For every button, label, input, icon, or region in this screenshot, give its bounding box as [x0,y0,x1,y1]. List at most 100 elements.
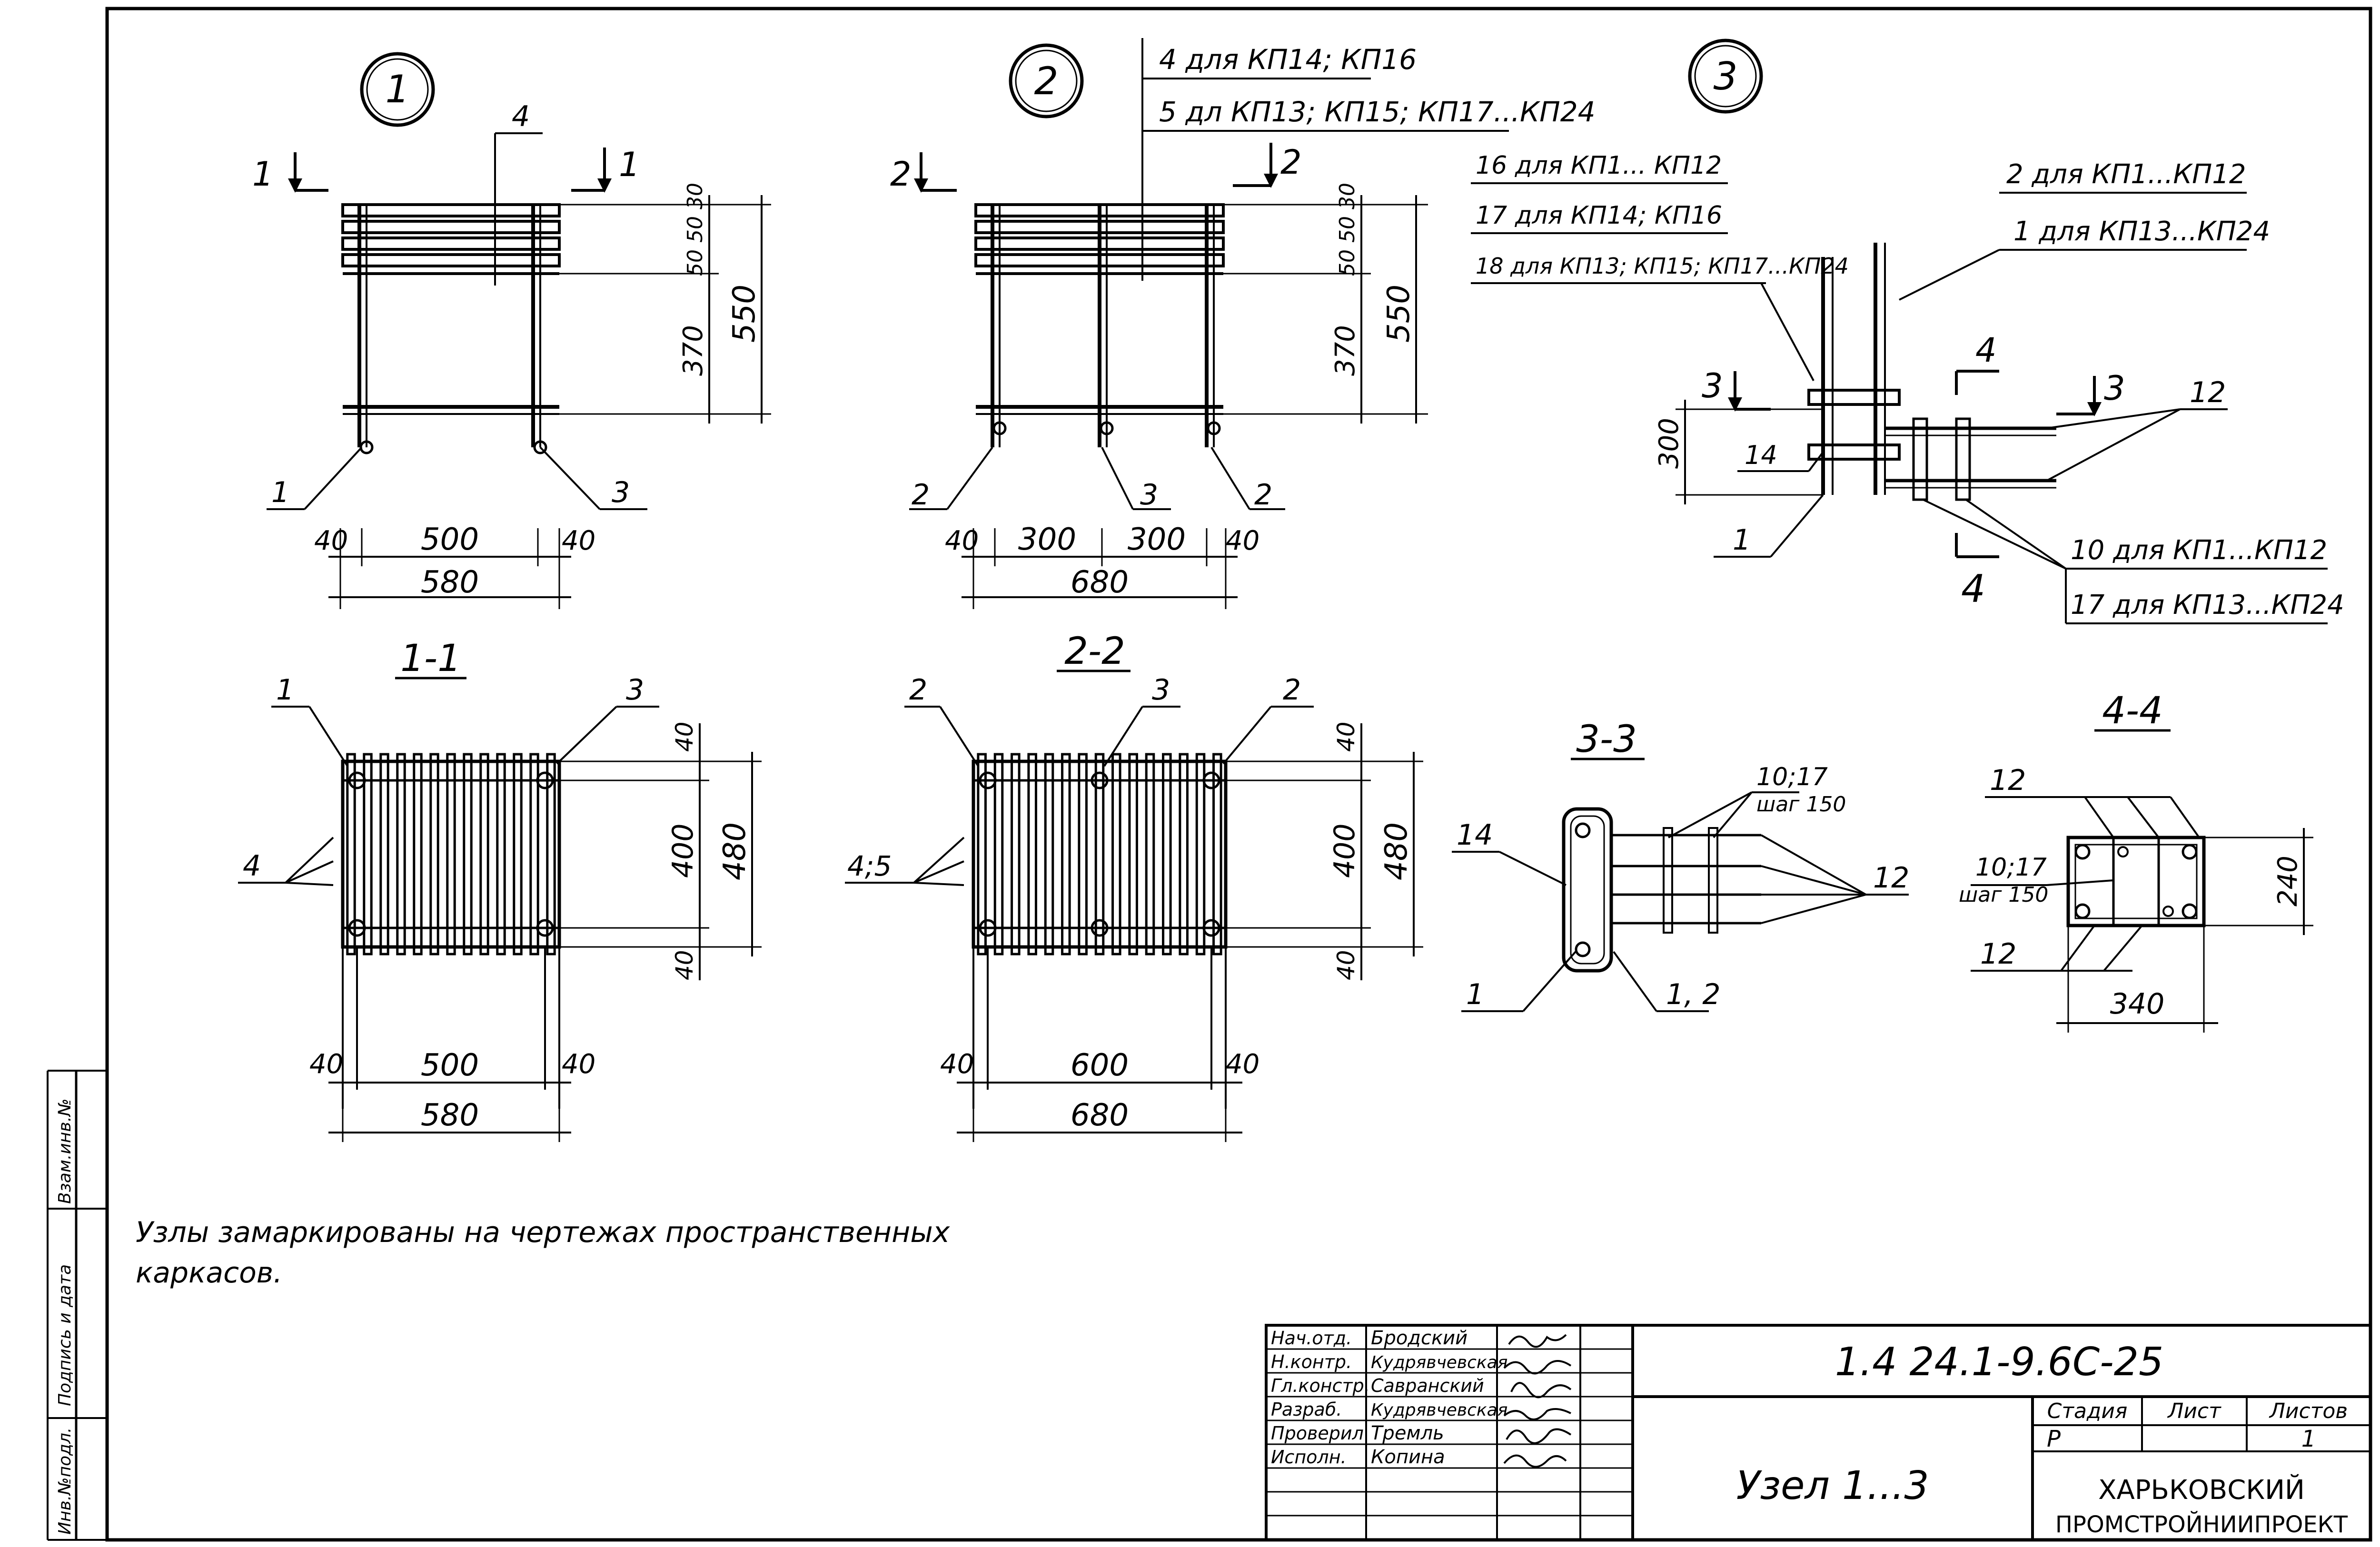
section-4-4-dim-240: 240 [2272,856,2303,907]
mesh-bar [479,753,489,956]
section-1-1-dim-40l: 40 [309,1049,343,1080]
node-2-pos-2-left: 2 [912,478,930,512]
node-3-pos-12: 12 [2190,376,2226,409]
node-2-note-2: 5 дл КП13; КП15; КП17...КП24 [1159,96,1596,128]
node-1-pos-1: 1 [271,476,289,509]
mesh-bar [463,753,473,956]
section-4-4-pos-12-top: 12 [1990,764,2026,797]
section-2-2: 2-2 2 3 2 4;5 40 400 [845,630,1423,1142]
node-3-left-note-3: 18 для КП13; КП15; КП17...КП24 [1476,253,1849,279]
node-3-right-note-1: 2 для КП1...КП12 [2006,159,2246,190]
mesh-bar [1111,753,1121,956]
node-2-dim-50a: 50 [1335,216,1359,243]
section-2-2-dim-400: 400 [1328,823,1361,878]
general-note: Узлы замаркированы на чертежах пространс… [136,1216,950,1290]
node-3-elevation: 3 16 для КП1... КП12 17 для КП14; КП16 1… [1471,39,2344,624]
node-2-dim-300a: 300 [1018,522,1076,557]
node-3-pos-1: 1 [1733,523,1751,557]
mesh-bar [1078,753,1088,956]
section-2-2-dim-600: 600 [1071,1048,1129,1083]
cut-2-left: 2 [890,155,912,194]
node-1-dim-370: 370 [678,325,709,376]
signature-rows: Нач.отд. Бродский Н.контр. Кудрявчевская… [1271,1327,1507,1468]
row-0-role: Нач.отд. [1271,1328,1352,1349]
cut-3-right: 3 [2104,369,2125,408]
side-stamp-inv: Инв.№подл. [55,1428,75,1535]
node-1-dim-580: 580 [421,565,479,600]
node-3-left-note-2: 17 для КП14; КП16 [1476,201,1722,230]
row-5-role: Исполн. [1271,1447,1347,1468]
document-code: 1.4 24.1-9.6С-25 [1835,1340,2163,1385]
section-1-1: 1-1 1 3 4 40 400 40 480 [238,637,762,1142]
note-line-1: Узлы замаркированы на чертежах пространс… [136,1216,950,1249]
mesh-bar [379,753,389,956]
mesh-bar [1094,753,1105,956]
mesh-bar [496,753,506,956]
mesh-bar [346,753,356,956]
section-3-3-pos-1: 1 [1466,978,1484,1011]
mesh-bar [1061,753,1071,956]
sheet-frame [47,7,2372,1542]
node-1-dim-40a: 40 [314,525,348,556]
node-1-dim-40b: 40 [562,525,595,556]
mesh-bar [977,753,987,956]
cut-1-left: 1 [252,155,274,194]
node-2-dim-680: 680 [1071,565,1129,600]
cut-1-right: 1 [619,145,640,184]
row-0-name: Бродский [1371,1327,1468,1349]
node-1-dim-50b: 50 [683,249,707,276]
node-3-bottom-note-2: 17 для КП13...КП24 [2071,590,2344,621]
node-2-pos-2-right: 2 [1254,478,1272,512]
title-block: Нач.отд. Бродский Н.контр. Кудрявчевская… [1265,1324,2372,1541]
mesh-bar [1145,753,1155,956]
section-4-4-step: шаг 150 [1959,883,2048,907]
row-4-name: Тремль [1371,1422,1444,1444]
section-1-1-dim-480: 480 [717,822,753,880]
mesh-bar [363,753,373,956]
node-1-label: 1 [386,67,410,111]
section-2-2-dim-680: 680 [1071,1098,1129,1133]
row-5-name: Копина [1371,1446,1445,1468]
mesh-bar [1044,753,1054,956]
section-4-4-dim-340: 340 [2110,987,2165,1021]
section-2-2-dim-480: 480 [1379,822,1414,880]
node-2-note-1: 4 для КП14; КП16 [1159,43,1417,76]
section-3-3-pos-1017: 10;17 [1756,763,1828,791]
mesh-bar [429,753,439,956]
section-3-3-step: шаг 150 [1756,792,1846,817]
section-1-1-dim-500: 500 [421,1048,479,1083]
node-3-pos-14: 14 [1745,440,1777,470]
section-4-4-pos-12-bottom: 12 [1980,937,2016,971]
sheets-label: Листов [2269,1399,2348,1423]
mesh-bar [446,753,456,956]
node-3-bottom-note-1: 10 для КП1...КП12 [2071,535,2327,566]
section-4-4-title: 4-4 [2102,690,2162,732]
section-2-2-bars [977,753,1222,956]
sheet-label: Лист [2167,1399,2221,1423]
node-1-pos-3: 3 [612,476,630,509]
node-2-dim-300b: 300 [1128,522,1186,557]
section-1-1-pos-1: 1 [276,673,294,707]
section-2-2-dim-40l: 40 [940,1049,974,1080]
node-1-dim-50a: 50 [683,216,707,243]
stage-value: Р [2047,1426,2061,1452]
mesh-bar [993,753,1004,956]
node-1-dim-30: 30 [683,183,707,209]
row-3-role: Разраб. [1271,1399,1342,1420]
mesh-bar [513,753,523,956]
row-2-name: Савранский [1371,1375,1484,1396]
mesh-bar [529,753,539,956]
mesh-bar [1128,753,1138,956]
section-2-2-pos-45: 4;5 [847,850,892,882]
row-3-name: Кудрявчевская [1371,1400,1507,1420]
section-2-2-dim-40t: 40 [1332,721,1360,752]
cut-4-bottom: 4 [1961,567,1985,611]
row-1-name: Кудрявчевская [1371,1353,1507,1372]
mesh-bar [1212,753,1222,956]
node-3-label: 3 [1714,54,1738,99]
cut-2-right: 2 [1280,143,1302,182]
mesh-bar [1162,753,1172,956]
node-2-elevation: 2 4 для КП14; КП16 5 дл КП13; КП15; КП17… [890,38,1596,609]
mesh-bar [546,753,556,956]
